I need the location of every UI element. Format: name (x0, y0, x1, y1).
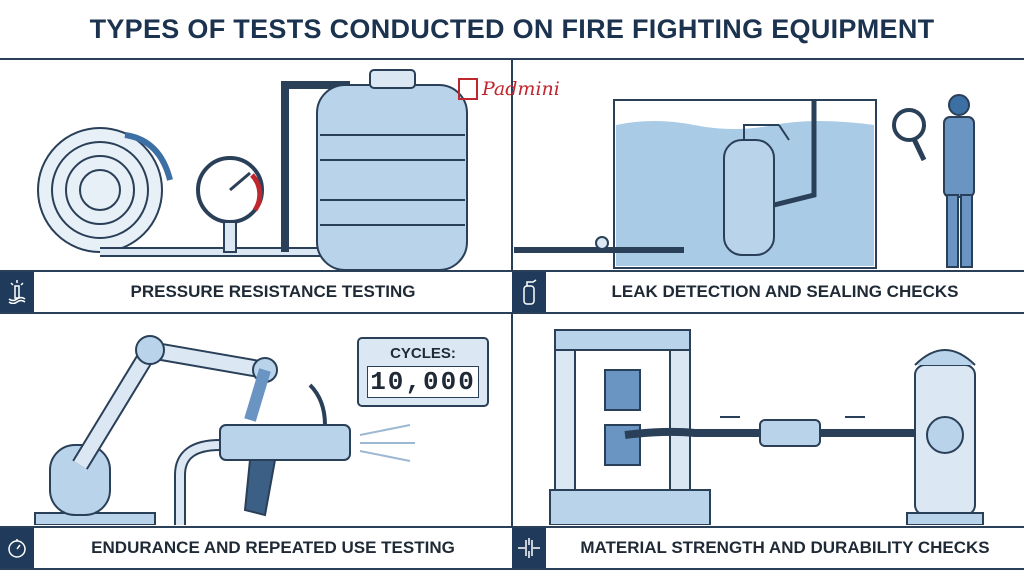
logo-text: Padmini (482, 78, 560, 100)
label-bar-pressure: PRESSURE RESISTANCE TESTING (0, 270, 512, 314)
label-bar-endurance: ENDURANCE AND REPEATED USE TESTING (0, 526, 512, 570)
cycles-counter: CYCLES: 10,000 (357, 337, 489, 407)
panel-label: PRESSURE RESISTANCE TESTING (130, 282, 416, 301)
stopwatch-icon (0, 528, 34, 568)
tension-icon (512, 528, 546, 568)
label-bar-leak: LEAK DETECTION AND SEALING CHECKS (512, 270, 1024, 314)
padmini-logo: Padmini (458, 78, 560, 100)
panel-label: LEAK DETECTION AND SEALING CHECKS (611, 282, 959, 301)
pressure-icon (0, 272, 34, 312)
page-title: TYPES OF TESTS CONDUCTED ON FIRE FIGHTIN… (0, 0, 1024, 60)
leak-test-illustration (514, 94, 975, 269)
pressure-test-illustration (37, 69, 468, 270)
counter-value: 10,000 (367, 366, 479, 398)
endurance-test-illustration (34, 335, 415, 525)
logo-mark-icon (458, 78, 478, 100)
label-bar-material: MATERIAL STRENGTH AND DURABILITY CHECKS (512, 526, 1024, 570)
counter-label: CYCLES: (390, 345, 456, 362)
panel-label: ENDURANCE AND REPEATED USE TESTING (91, 538, 455, 557)
material-strength-illustration (549, 329, 984, 525)
fire-extinguisher-icon (512, 272, 546, 312)
panel-label: MATERIAL STRENGTH AND DURABILITY CHECKS (580, 538, 990, 557)
divider (511, 60, 513, 570)
